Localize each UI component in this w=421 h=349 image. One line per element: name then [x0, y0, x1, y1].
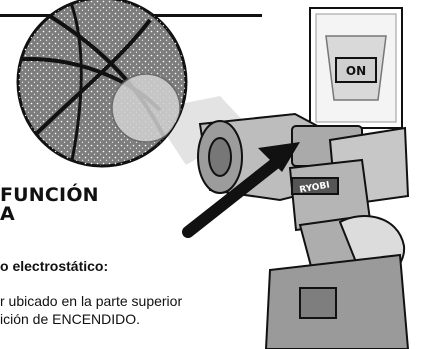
magnified-ball-icon	[16, 0, 188, 168]
body-line-1: r ubicado en la parte superior	[0, 293, 183, 309]
section-heading: FUNCIÓN A	[0, 186, 99, 224]
body-line-2: ición de ENCENDIDO.	[0, 311, 141, 327]
heading-line-1: FUNCIÓN	[0, 184, 99, 206]
switch-inset	[309, 7, 403, 129]
arrow-icon	[182, 142, 300, 238]
switch-rocker	[335, 57, 377, 83]
body-text: r ubicado en la parte superior ición de …	[0, 292, 182, 328]
switch-label: ON	[346, 64, 366, 78]
subheading: o electrostático:	[0, 258, 109, 274]
sprayer-tool-icon	[197, 112, 410, 349]
heading-line-2: A	[0, 203, 15, 225]
